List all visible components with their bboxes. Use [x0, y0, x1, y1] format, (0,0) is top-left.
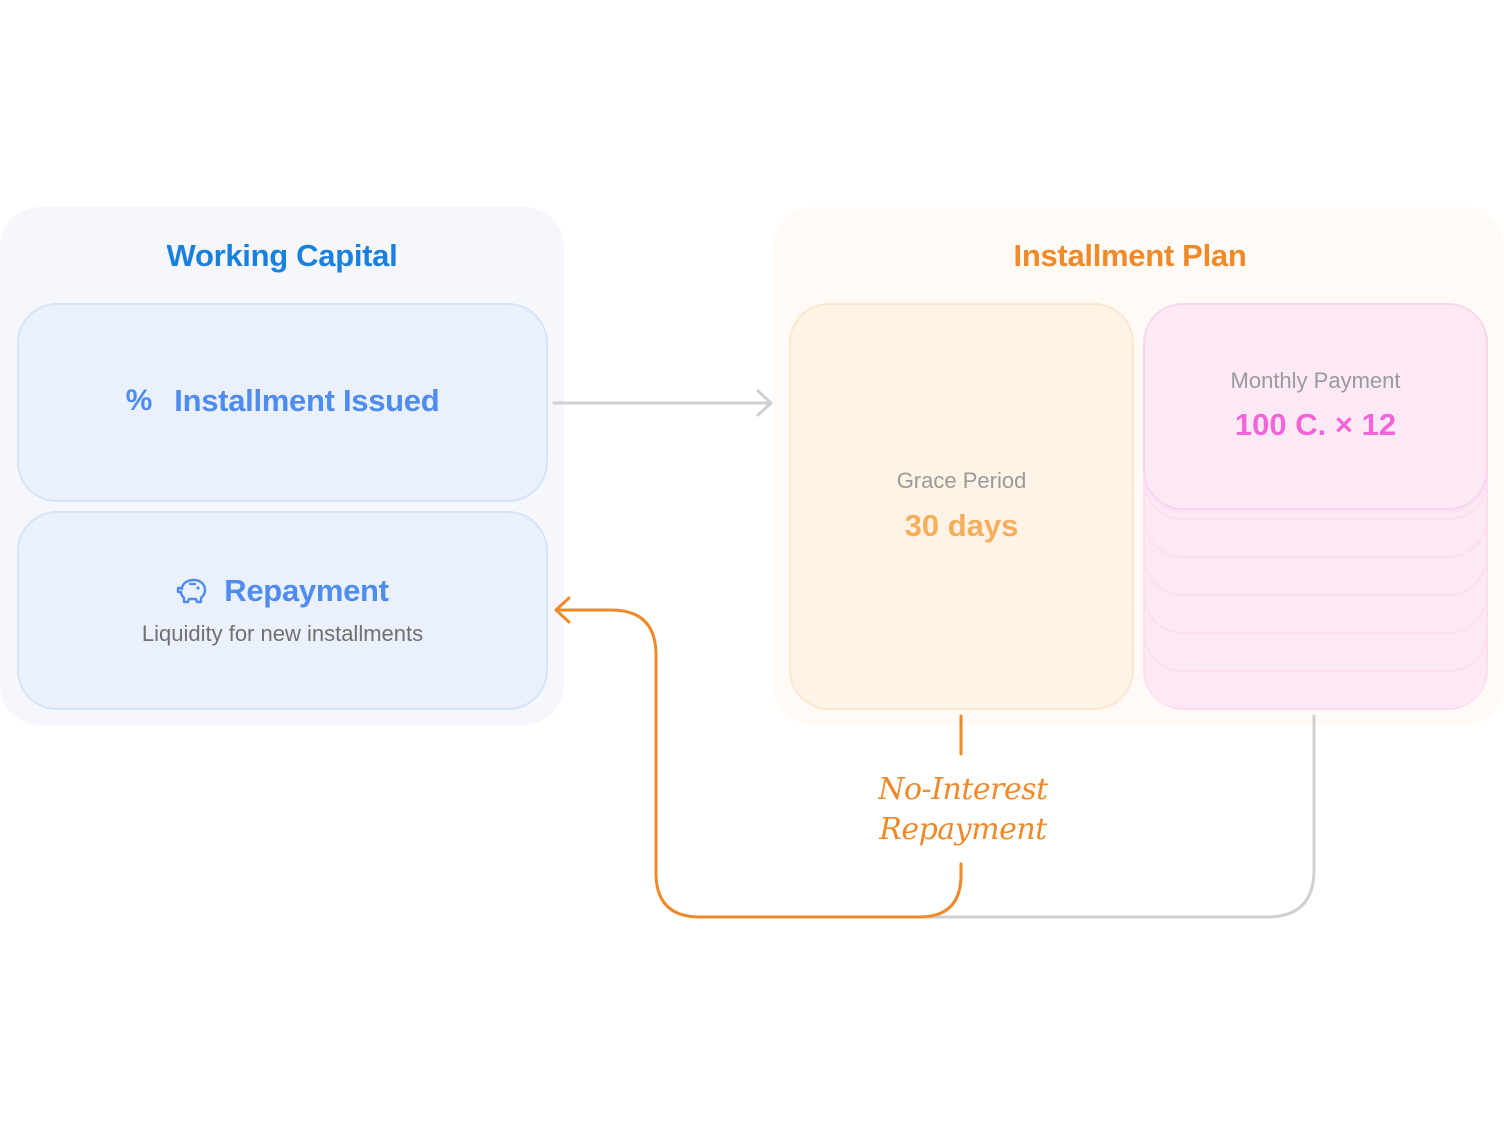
installment-plan-title: Installment Plan [1013, 238, 1247, 273]
repayment-row: Repayment [17, 573, 548, 609]
grace-period-card [789, 303, 1134, 710]
repayment-card [17, 511, 548, 710]
working-capital-title: Working Capital [166, 238, 398, 273]
repayment-return-arrow [555, 608, 963, 919]
monthly-payment-card [1143, 303, 1488, 510]
no-interest-repayment-label: No-Interest Repayment [858, 770, 1068, 850]
piggy-bank-icon [176, 577, 208, 605]
repayment-arrowhead [554, 596, 571, 624]
repayment-label: Repayment [224, 573, 389, 608]
percent-icon: % [125, 384, 153, 417]
installment-issued-card [17, 303, 548, 502]
no-interest-line: No-Interest [878, 772, 1048, 807]
monthly-return-line [908, 714, 1316, 919]
repayment-subtitle: Liquidity for new installments [141, 621, 424, 646]
issue-arrow [552, 389, 773, 417]
grace-period-label: Grace Period [896, 468, 1027, 493]
installment-issued-label: Installment Issued [174, 383, 440, 418]
installment-issued-row: % Installment Issued [17, 383, 548, 419]
monthly-payment-label: Monthly Payment [1230, 368, 1401, 393]
repayment-line: Repayment [879, 812, 1047, 847]
grace-period-value: 30 days [904, 508, 1019, 543]
monthly-payment-value: 100 C. × 12 [1234, 407, 1397, 442]
